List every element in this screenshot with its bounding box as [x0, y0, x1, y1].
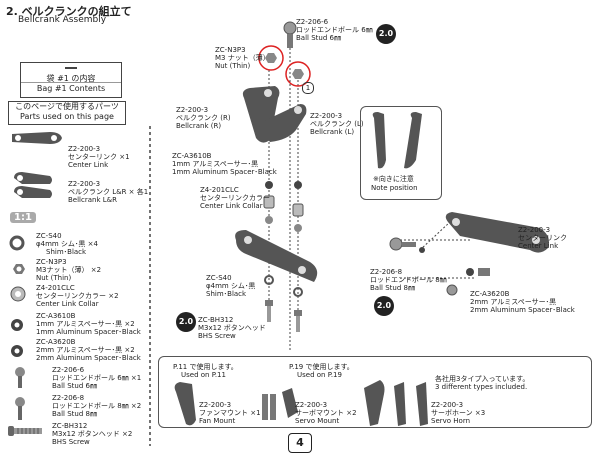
page-number: 4: [288, 433, 312, 453]
torque-badge-right: 2.0: [374, 296, 394, 316]
bag-label-en: Bag #1 Contents: [36, 84, 106, 93]
page-title: 2. ベルクランクの組立て: [6, 5, 132, 18]
types-note: 各社用3タイプ入っています。3 different types included…: [435, 375, 530, 391]
p19-note: P.19 で使用します。Used on P.19: [289, 363, 354, 379]
parts-used-jp: このページで使用するパーツ: [15, 102, 119, 111]
spacer-2mm-icon: [11, 345, 23, 357]
center-link-icon: [12, 132, 62, 144]
shim-icon: [9, 235, 25, 251]
note-en: Note position: [371, 184, 418, 192]
p11-note: P.11 で使用します。Used on P.11: [173, 363, 238, 379]
bellcrank-icon: [14, 172, 52, 198]
bhs-screw-icon: [8, 426, 42, 436]
spacer-1mm-icon: [11, 319, 23, 331]
scale-badge: 1:1: [10, 212, 36, 223]
other-parts-box: P.11 で使用します。Used on P.11 P.19 で使用します。Use…: [158, 356, 592, 428]
parts-used-title: このページで使用するパーツ Parts used on this page: [8, 101, 126, 125]
note-position-box: ※向きに注意 Note position: [360, 106, 442, 200]
page-subtitle: Bellcrank Assembly: [18, 15, 107, 25]
parts-used-en: Parts used on this page: [20, 112, 114, 121]
torque-badge-top: 2.0: [376, 24, 396, 44]
collar-icon: [10, 286, 26, 302]
bag-label-jp: 袋 #1 の内容: [46, 74, 96, 83]
nut-icon: [13, 264, 25, 274]
bag-contents-box: 袋 #1 の内容 Bag #1 Contents: [20, 62, 122, 98]
note-jp: ※向きに注意: [373, 175, 414, 183]
ball-stud-8-icon: [15, 397, 25, 420]
torque-badge-left: 2.0: [176, 312, 196, 332]
ball-stud-6-icon: [15, 367, 25, 388]
step-number: 1: [302, 82, 314, 94]
